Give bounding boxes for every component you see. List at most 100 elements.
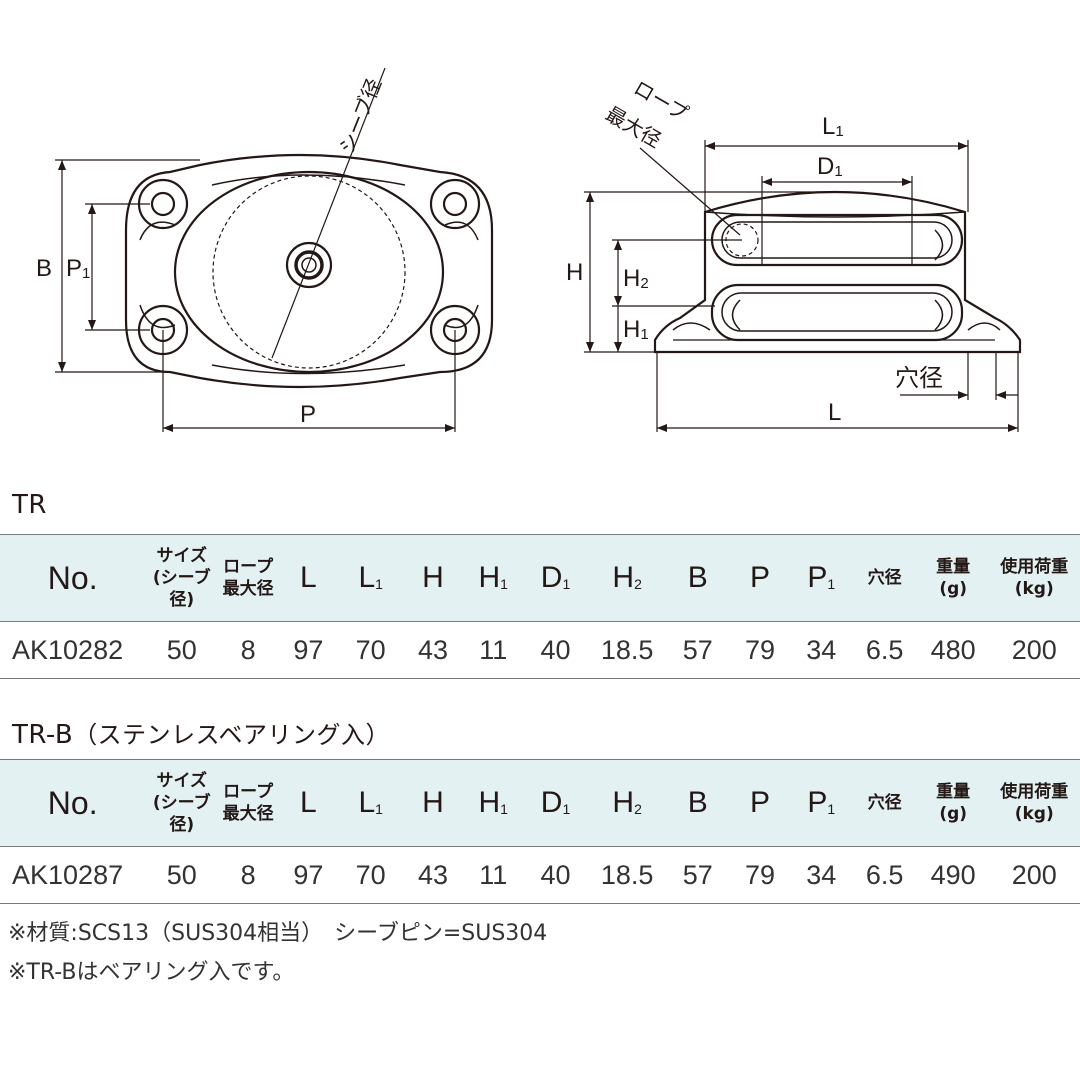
header-h: H: [402, 534, 464, 622]
cell-p1: 34: [791, 621, 852, 679]
header-load: 使用荷重(kg): [988, 534, 1080, 622]
cell-rope: 8: [218, 846, 279, 904]
header-l: L: [278, 759, 339, 847]
cell-h2: 18.5: [587, 846, 667, 904]
header-label: B: [687, 561, 708, 594]
header-h: H: [402, 759, 464, 847]
cell-d1: 40: [523, 846, 588, 904]
table-title-tr-b: TR-B（ステンレスベアリング入）: [12, 720, 391, 750]
header-label: サイズ(シーブ径): [152, 546, 211, 610]
cell-h1: 11: [463, 621, 524, 679]
header-rope: ロープ最大径: [218, 759, 279, 847]
cell-size: 50: [145, 621, 219, 679]
label-D1: D1: [817, 153, 843, 180]
header-label: サイズ(シーブ径): [152, 771, 211, 835]
cell-h: 43: [402, 621, 464, 679]
cell-p: 79: [728, 846, 792, 904]
header-label: 重量(g): [936, 557, 971, 599]
header-h1: H1: [463, 759, 524, 847]
header-size: サイズ(シーブ径): [145, 534, 219, 622]
cell-d1: 40: [523, 621, 588, 679]
hole-label: 穴径: [895, 364, 943, 392]
header-label: L: [300, 561, 317, 594]
header-label: D1: [540, 786, 571, 819]
header-p1: P1: [791, 534, 852, 622]
header-label: 穴径: [867, 568, 902, 588]
header-b: B: [666, 759, 729, 847]
cell-p1: 34: [791, 846, 852, 904]
top-view-dimensions: [55, 67, 456, 432]
cell-h2: 18.5: [587, 621, 667, 679]
cell-hole: 6.5: [851, 846, 918, 904]
side-view-dimensions: [584, 140, 1019, 432]
header-no: No.: [0, 759, 146, 847]
header-label: P1: [807, 561, 836, 594]
technical-drawing: シーブ径 B P1 P: [36, 67, 1022, 432]
header-label: P1: [807, 786, 836, 819]
header-p: P: [728, 759, 792, 847]
header-l1: L1: [338, 759, 403, 847]
header-weight: 重量(g): [917, 534, 989, 622]
label-L: L: [828, 399, 841, 426]
header-h2: H2: [587, 759, 667, 847]
cell-h: 43: [402, 846, 464, 904]
header-d1: D1: [523, 534, 588, 622]
header-label: No.: [47, 784, 98, 821]
header-hole: 穴径: [851, 534, 918, 622]
header-label: L1: [358, 561, 383, 594]
header-label: L: [300, 786, 317, 819]
note-material: ※材質:SCS13（SUS304相当） シーブピン=SUS304: [8, 921, 548, 946]
header-no: No.: [0, 534, 146, 622]
header-h1: H1: [463, 534, 524, 622]
cell-weight: 490: [917, 846, 989, 904]
header-size: サイズ(シーブ径): [145, 759, 219, 847]
header-label: H1: [478, 561, 508, 594]
label-H: H: [566, 259, 583, 286]
header-b: B: [666, 534, 729, 622]
cell-load: 200: [988, 846, 1080, 904]
header-label: ロープ最大径: [222, 782, 274, 824]
header-label: L1: [358, 786, 383, 819]
side-view: [653, 190, 1022, 354]
header-d1: D1: [523, 759, 588, 847]
cell-weight: 480: [917, 621, 989, 679]
header-load: 使用荷重(kg): [988, 759, 1080, 847]
cell-b: 57: [666, 846, 729, 904]
top-view: [124, 153, 494, 389]
header-hole: 穴径: [851, 759, 918, 847]
note-bearing: ※TR-Bはベアリング入です。: [8, 960, 295, 985]
header-label: ロープ最大径: [222, 557, 274, 599]
cell-b: 57: [666, 621, 729, 679]
header-p1: P1: [791, 759, 852, 847]
header-l: L: [278, 534, 339, 622]
header-p: P: [728, 534, 792, 622]
label-B: B: [36, 255, 52, 282]
cell-p: 79: [728, 621, 792, 679]
cell-l: 97: [278, 621, 339, 679]
header-label: 重量(g): [936, 782, 971, 824]
cell-l: 97: [278, 846, 339, 904]
cell-hole: 6.5: [851, 621, 918, 679]
cell-l1: 70: [338, 621, 403, 679]
header-label: 使用荷重(kg): [1000, 557, 1069, 599]
header-h2: H2: [587, 534, 667, 622]
cell-load: 200: [988, 621, 1080, 679]
cell-l1: 70: [338, 846, 403, 904]
cell-h1: 11: [463, 846, 524, 904]
header-label: H1: [478, 786, 508, 819]
cell-rope: 8: [218, 621, 279, 679]
label-L1: L1: [822, 113, 844, 140]
header-label: H: [422, 786, 444, 819]
header-label: P: [750, 561, 771, 594]
header-weight: 重量(g): [917, 759, 989, 847]
header-label: 穴径: [867, 793, 902, 813]
label-H2: H2: [623, 265, 649, 292]
header-label: B: [687, 786, 708, 819]
sheave-diameter-label: シーブ径: [334, 75, 386, 157]
header-label: 使用荷重(kg): [1000, 782, 1069, 824]
label-P: P: [300, 401, 316, 428]
